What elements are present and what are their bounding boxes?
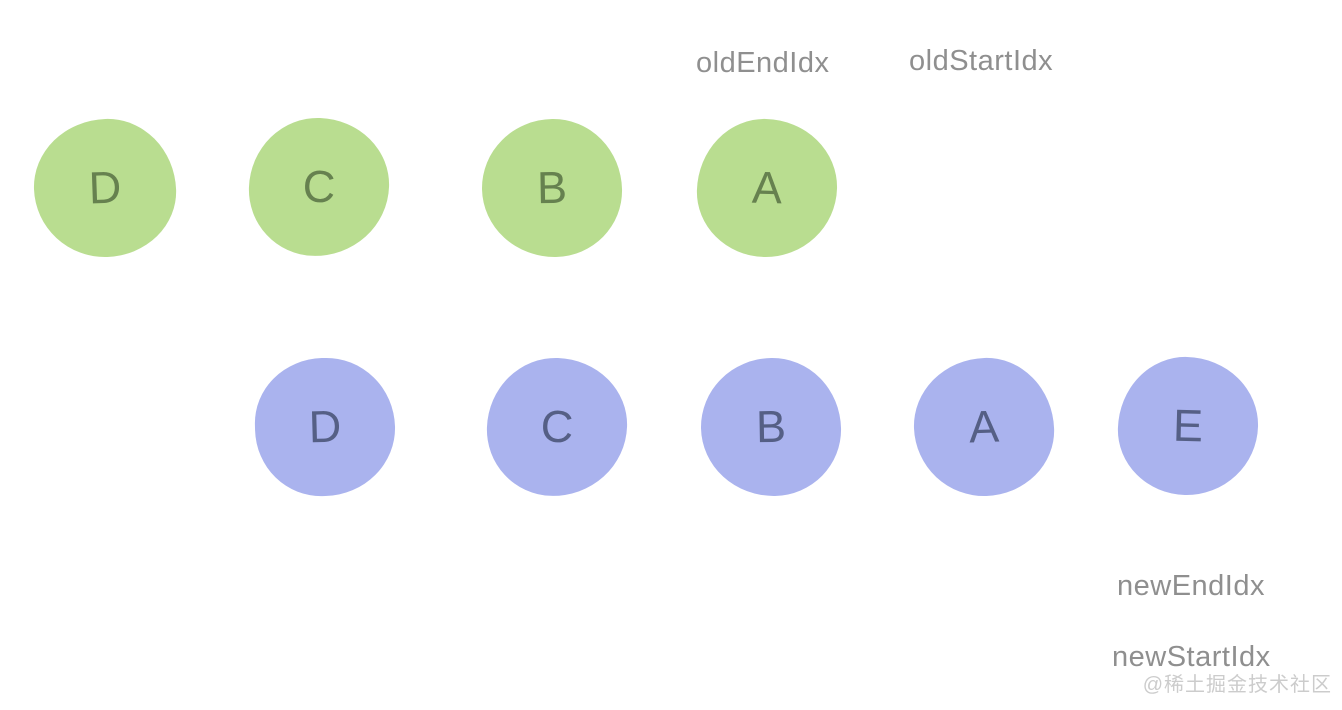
old-node-b-label: B xyxy=(536,161,568,214)
old-node-c: C xyxy=(246,115,392,259)
new-node-d-label: D xyxy=(308,400,342,453)
new-end-idx-label: newEndIdx xyxy=(1117,570,1265,602)
new-node-b: B xyxy=(699,356,843,498)
old-node-a: A xyxy=(695,117,839,259)
old-node-c-label: C xyxy=(301,160,337,213)
old-end-idx-label: oldEndIdx xyxy=(696,47,830,79)
old-start-idx-label: oldStartIdx xyxy=(909,45,1054,77)
new-node-d: D xyxy=(253,356,397,498)
juejin-watermark: @稀土掘金技术社区 xyxy=(1142,674,1332,696)
new-start-idx-label: newStartIdx xyxy=(1112,641,1271,673)
old-node-b: B xyxy=(480,117,624,259)
old-node-d: D xyxy=(31,116,179,260)
new-node-a: A xyxy=(911,355,1057,499)
new-node-a-label: A xyxy=(968,400,1000,453)
new-node-c-label: C xyxy=(539,400,575,453)
new-node-e: E xyxy=(1116,355,1260,497)
new-node-c: C xyxy=(484,355,630,499)
new-node-e-label: E xyxy=(1172,399,1204,452)
old-node-d-label: D xyxy=(87,161,123,214)
new-node-b-label: B xyxy=(755,400,787,453)
old-node-a-label: A xyxy=(751,161,783,214)
